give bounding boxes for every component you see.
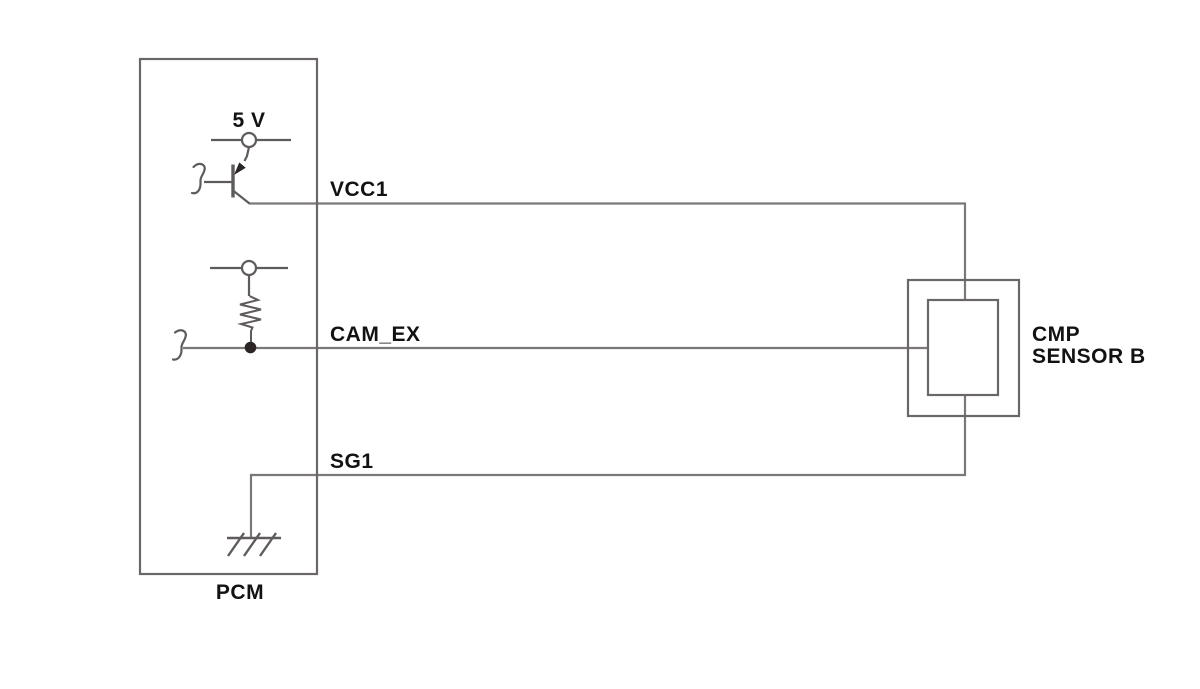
transistor-icon (190, 146, 251, 205)
ground-icon (227, 532, 281, 557)
transistor-collector-lead (232, 189, 251, 205)
sensor-outer-box (906, 278, 1021, 418)
pcm-box (138, 57, 319, 576)
ground-slash (227, 532, 245, 557)
ground-slash (243, 532, 261, 557)
signal-label-sg1: SG1 (330, 450, 374, 473)
transistor-emitter-lead (243, 146, 251, 162)
supply-5v-label: 5 V (232, 109, 265, 132)
ground-slash (259, 532, 277, 557)
signal-label-vcc1: VCC1 (330, 178, 388, 201)
sg1-wire (249, 395, 967, 537)
transistor-emitter-arrow (234, 162, 246, 175)
signal-label-cam-ex: CAM_EX (330, 323, 421, 346)
junction-dot-icon (244, 341, 257, 354)
cmp-sensor: CMP SENSOR B (906, 278, 1146, 418)
pcm-module: PCM (138, 57, 319, 604)
pullup-resistor (171, 259, 288, 361)
wire-break-icon (171, 329, 187, 361)
vcc1-wire (249, 202, 967, 300)
sensor-label-line2: SENSOR B (1032, 345, 1146, 368)
resistor-icon (237, 295, 262, 342)
resistor-terminal-icon (240, 259, 258, 277)
sensor-label-line1: CMP (1032, 323, 1080, 346)
sensor-inner-box (926, 298, 1000, 397)
wire-break-icon (190, 162, 206, 195)
supply-terminal-icon (240, 131, 258, 149)
supply-5v: 5 V (211, 109, 291, 149)
pcm-label: PCM (216, 581, 264, 604)
